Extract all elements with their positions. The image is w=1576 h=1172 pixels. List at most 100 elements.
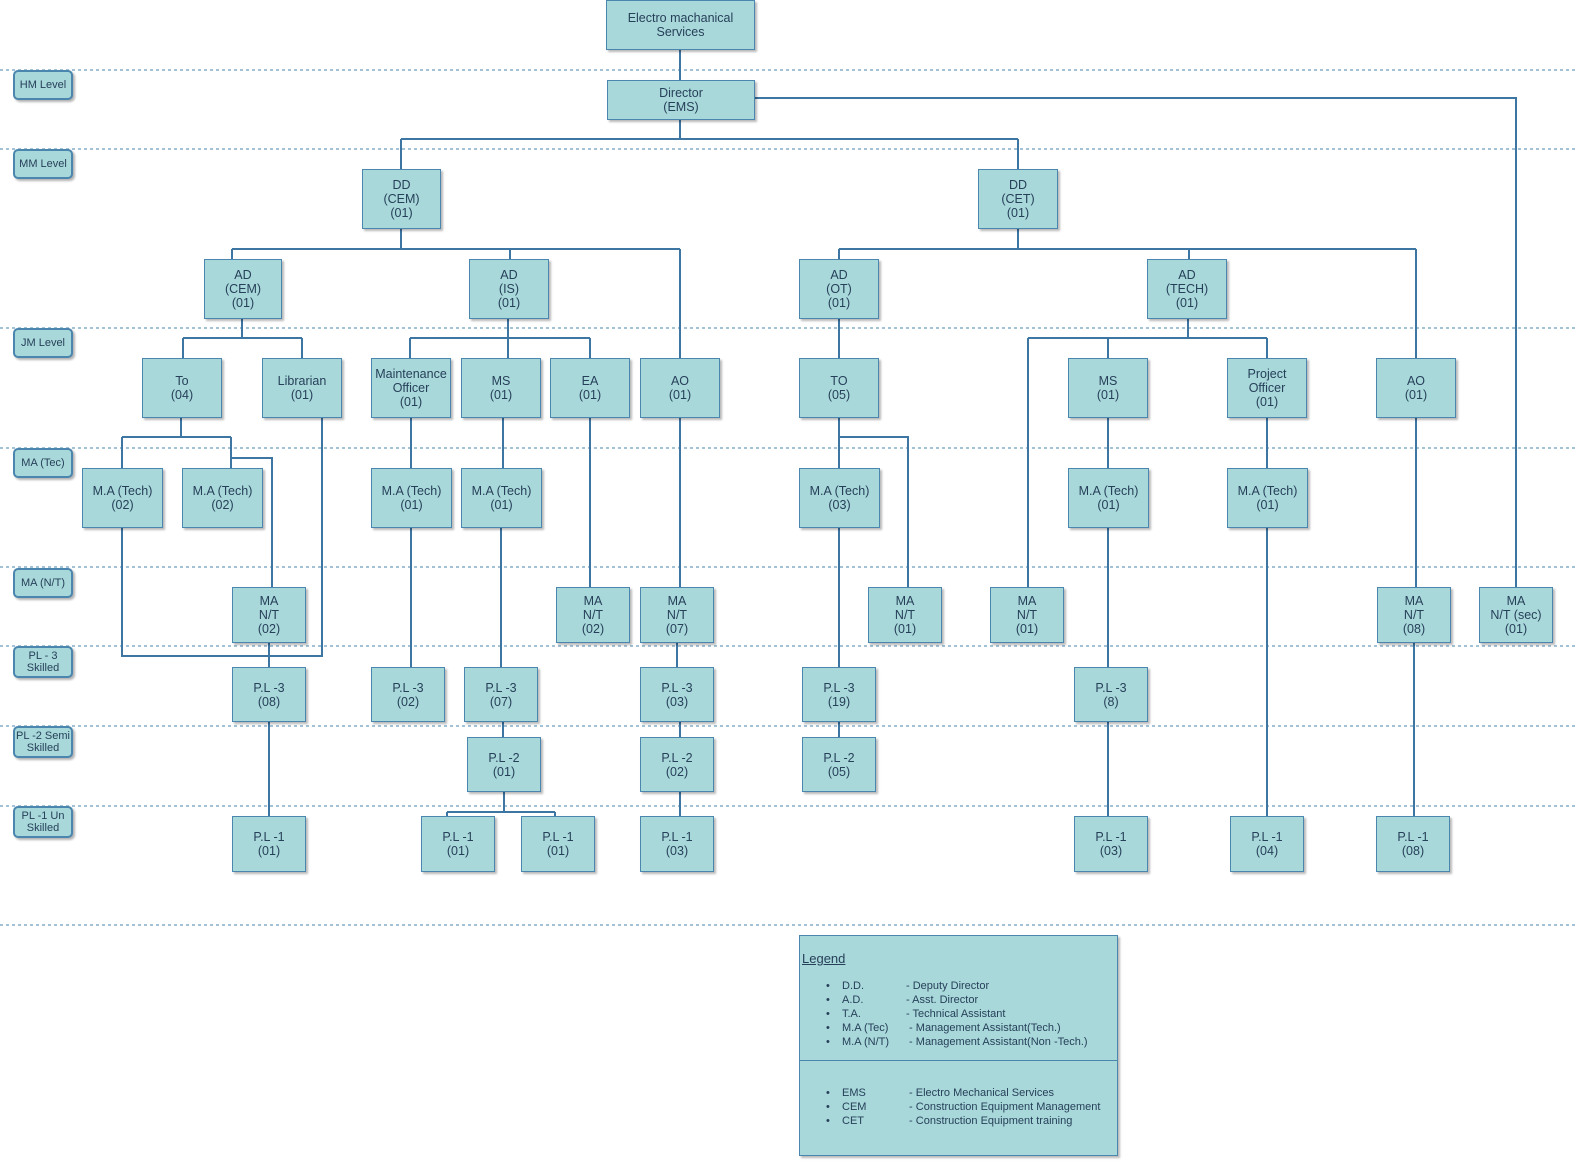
org-node-ad-tech: AD (TECH) (01) [1147,259,1227,319]
org-node-dd-cet: DD (CET) (01) [978,169,1058,229]
legend-item: D.D. - Deputy Director [826,979,1088,993]
org-node-ma-nt-sec: MA N/T (sec) (01) [1479,587,1553,643]
org-node-ma-nt-c: MA N/T (07) [640,587,714,643]
connector-line [446,418,556,816]
org-node-pl3-b: P.L -3 (02) [371,667,445,722]
org-node-pl1-f: P.L -1 (04) [1230,816,1304,872]
legend-box: Legend D.D. - Deputy Director A.D. - Asst.… [799,935,1118,1156]
org-node-pl1-b: P.L -1 (01) [421,816,495,872]
legend-item: EMS - Electro Mechanical Services [826,1086,1100,1100]
org-node-root: Electro machanical Services [606,0,755,50]
org-node-ms-left: MS (01) [461,358,541,418]
legend-desc: - Deputy Director [906,980,990,992]
org-node-pl3-f: P.L -3 (8) [1074,667,1148,722]
org-node-ad-is: AD (IS) (01) [469,259,549,319]
legend-desc: - Asst. Director [906,994,979,1006]
level-label-jm: JM Level [13,328,73,358]
legend-abbreviation-list: D.D. - Deputy Director A.D. - Asst. Direct… [826,979,1088,1049]
connector-line [1413,418,1417,816]
legend-item: CET - Construction Equipment training [826,1114,1100,1128]
org-node-ao-right: AO (01) [1376,358,1456,418]
org-node-librarian: Librarian (01) [262,358,342,418]
org-node-pl3-d: P.L -3 (03) [640,667,714,722]
connector-line [676,418,681,816]
legend-desc: - Construction Equipment Management [906,1101,1101,1113]
level-label-pl2: PL -2 Semi Skilled [13,726,73,758]
legend-abbr: M.A (N/T) [842,1036,890,1048]
legend-desc: - Technical Assistant [906,1008,1006,1020]
connector-line [121,418,323,657]
org-node-ad-ot: AD (OT) (01) [799,259,879,319]
connector-line [755,97,1517,587]
org-node-ma-tech-b: M.A (Tech) (02) [182,468,263,528]
connector-line [1027,319,1268,587]
connector-line [400,120,1019,169]
org-node-ma-nt-a: MA N/T (02) [232,587,306,643]
legend-abbr: M.A (Tec) [842,1022,889,1034]
org-node-to-05: TO (05) [799,358,879,418]
org-node-ma-tech-c: M.A (Tech) (01) [371,468,452,528]
org-node-ma-nt-b: MA N/T (02) [556,587,630,643]
level-label-ma-tec: MA (Tec) [13,448,73,478]
legend-item: T.A. - Technical Assistant [826,1007,1088,1021]
legend-abbr: EMS [842,1087,866,1099]
connector-line [409,319,591,358]
org-node-pl1-c: P.L -1 (01) [521,816,595,872]
connector-line [838,418,909,737]
org-node-dd-cem: DD (CEM) (01) [362,169,441,229]
legend-abbr: CEM [842,1101,867,1113]
org-node-ma-nt-e: MA N/T (01) [990,587,1064,643]
org-node-ma-nt-d: MA N/T (01) [868,587,942,643]
legend-desc: - Management Assistant(Non -Tech.) [906,1036,1088,1048]
level-label-mm: MM Level [13,149,73,179]
org-node-ma-tech-g: M.A (Tech) (01) [1227,468,1308,528]
org-node-maintenance-officer: Maintenance Officer (01) [371,358,451,418]
legend-abbr: D.D. [842,980,864,992]
org-node-ma-tech-d: M.A (Tech) (01) [461,468,542,528]
org-node-pl1-a: P.L -1 (01) [232,816,306,872]
org-node-pl3-a: P.L -3 (08) [232,667,306,722]
org-node-ad-cem: AD (CEM) (01) [204,259,282,319]
legend-item: M.A (N/T) - Management Assistant(Non -Te… [826,1035,1088,1049]
level-label-pl3: PL - 3 Skilled [13,646,73,678]
level-label-ma-nt: MA (N/T) [13,568,73,598]
legend-title: Legend [802,951,846,966]
org-node-ao-left: AO (01) [640,358,720,418]
level-label-pl1: PL -1 Un Skilled [13,806,73,838]
legend-item: CEM - Construction Equipment Management [826,1100,1100,1114]
legend-desc: - Management Assistant(Tech.) [906,1022,1061,1034]
legend-acronym-list: EMS - Electro Mechanical Services CEM - … [826,1086,1100,1128]
org-node-pl3-e: P.L -3 (19) [802,667,876,722]
legend-abbr: T.A. [842,1008,861,1020]
org-node-ma-tech-e: M.A (Tech) (03) [799,468,880,528]
org-node-project-officer: Project Officer (01) [1227,358,1307,418]
org-node-pl1-e: P.L -1 (03) [1074,816,1148,872]
legend-desc: - Electro Mechanical Services [906,1087,1054,1099]
level-label-hm: HM Level [13,70,73,100]
legend-item: M.A (Tec) - Management Assistant(Tech.) [826,1021,1088,1035]
org-node-ms-right: MS (01) [1068,358,1148,418]
connector-line [838,229,1417,358]
org-node-pl3-c: P.L -3 (07) [464,667,538,722]
legend-desc: - Construction Equipment training [906,1115,1073,1127]
legend-item: A.D. - Asst. Director [826,993,1088,1007]
legend-divider [800,1060,1117,1061]
org-node-director: Director (EMS) [607,80,755,120]
org-node-pl2-a: P.L -2 (01) [467,737,541,792]
connector-line [231,229,681,358]
org-node-to-04: To (04) [142,358,222,418]
connector-line [182,319,303,358]
org-node-ea: EA (01) [550,358,630,418]
org-node-pl2-c: P.L -2 (05) [802,737,876,792]
legend-abbr: CET [842,1115,864,1127]
org-node-pl2-b: P.L -2 (02) [640,737,714,792]
org-node-pl1-d: P.L -1 (03) [640,816,714,872]
org-node-ma-tech-a: M.A (Tech) (02) [82,468,163,528]
legend-abbr: A.D. [842,994,864,1006]
org-node-ma-nt-f: MA N/T (08) [1377,587,1451,643]
connector-line [121,418,273,587]
org-node-pl1-g: P.L -1 (08) [1376,816,1450,872]
org-node-ma-tech-f: M.A (Tech) (01) [1068,468,1149,528]
